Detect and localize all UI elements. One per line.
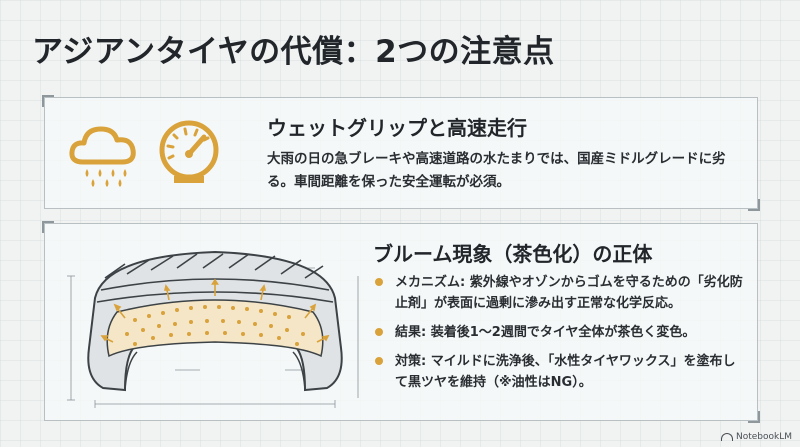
speedometer-icon	[159, 120, 219, 183]
section1-heading: ウェットグリップと高速走行	[267, 116, 527, 140]
page-title: アジアンタイヤの代償：2つの注意点	[32, 34, 555, 70]
notebooklm-logo-icon	[720, 433, 733, 441]
bloom-bullet-list: メカニズム: 紫外線やオゾンからゴムを守るための「劣化防止剤」が表面に過剰に滲み…	[375, 272, 745, 401]
list-item: メカニズム: 紫外線やオゾンからゴムを守るための「劣化防止剤」が表面に過剰に滲み…	[375, 272, 745, 314]
bloom-panel: ブルーム現象（茶色化）の正体 メカニズム: 紫外線やオゾンからゴムを守るための「…	[42, 221, 760, 423]
section1-body: 大雨の日の急ブレーキや高速道路の水たまりでは、国産ミドルグレードに劣る。車間距離…	[267, 151, 726, 190]
list-item: 結果: 装着後1〜2週間でタイヤ全体が茶色く変色。	[375, 322, 745, 343]
bullet-dot	[375, 328, 383, 336]
bullet-dot	[375, 278, 383, 286]
tire-cross-section-diagram	[67, 250, 359, 408]
bullet-dot	[375, 357, 383, 365]
section2-heading: ブルーム現象（茶色化）の正体	[373, 242, 653, 266]
rain-cloud-icon	[69, 126, 136, 187]
notebooklm-watermark: NotebookLM	[720, 432, 792, 442]
list-item: 対策: マイルドに洗浄後、「水性タイヤワックス」を塗布して黒ツヤを維持（※油性は…	[375, 351, 745, 393]
wet-grip-panel: ウェットグリップと高速走行 大雨の日の急ブレーキや高速道路の水たまりでは、国産ミ…	[42, 95, 760, 211]
